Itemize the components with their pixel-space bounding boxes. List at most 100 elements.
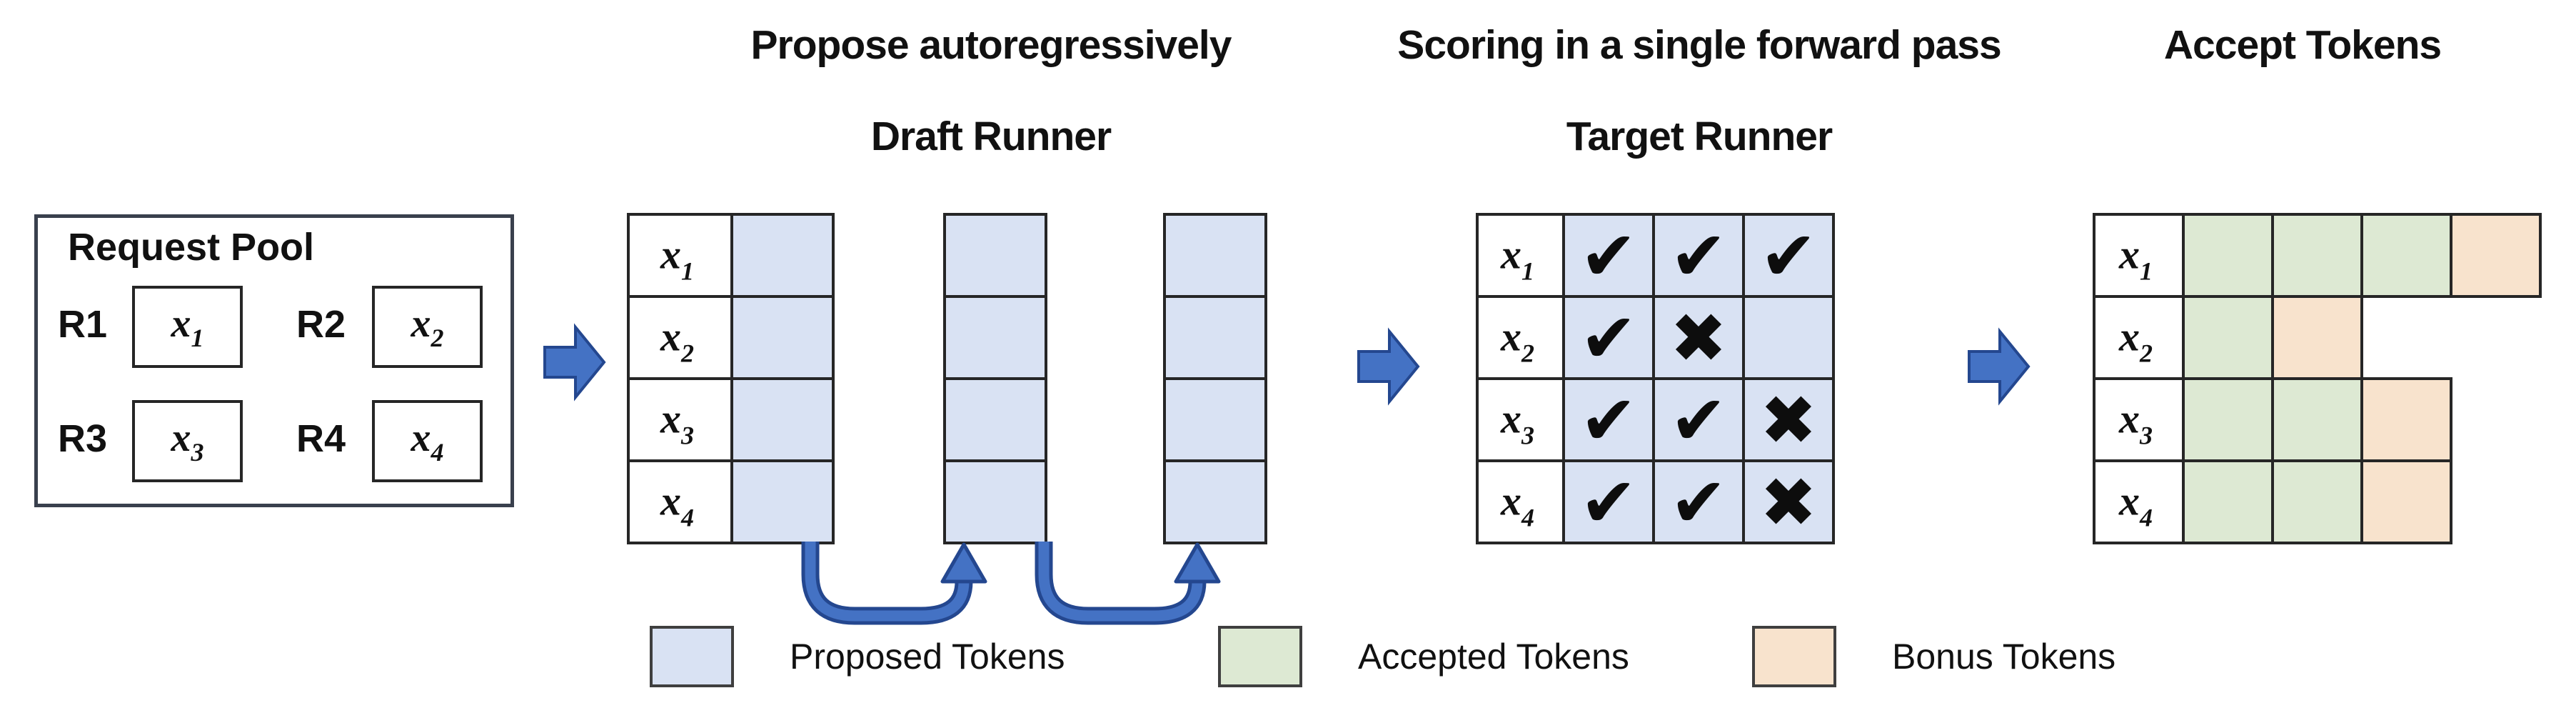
proposed-token-cell: [1163, 459, 1267, 544]
cross-mark-icon: ✖: [1760, 381, 1817, 461]
draft-heading: Propose autoregressively: [750, 22, 1232, 68]
row-label: x4: [660, 478, 694, 532]
accepted-token-cell: [2182, 213, 2274, 298]
target-heading: Scoring in a single forward pass: [1397, 22, 2001, 68]
row-label-cell: [2093, 459, 2185, 544]
loop-arrow-shape: [940, 542, 987, 584]
request-label: R3: [58, 417, 108, 460]
flow-arrow-icon: [1967, 327, 2031, 406]
legend-label: Bonus Tokens: [1892, 637, 2116, 677]
legend-label: Proposed Tokens: [790, 637, 1065, 677]
row-label: x4: [2118, 478, 2153, 532]
check-mark-icon: ✔: [1670, 216, 1727, 296]
check-mark-icon: ✔: [1580, 463, 1637, 543]
token-label: x1: [171, 301, 204, 352]
scored-token-cell: [1742, 459, 1835, 544]
loop-arrow-shape: [801, 542, 973, 625]
target-subheading: Target Runner: [1566, 114, 1833, 159]
bonus-token-cell: [2271, 295, 2363, 380]
proposed-token-cell: [730, 377, 835, 462]
loop-arrow-shape: [1174, 542, 1221, 584]
proposed-token-cell: [730, 213, 835, 298]
check-mark-icon: ✔: [1760, 216, 1817, 296]
row-label-cell: [1476, 213, 1565, 298]
loop-arrow-shape: [1038, 542, 1203, 622]
legend-swatch-accepted: [1218, 626, 1302, 687]
bonus-token-cell: [2450, 213, 2542, 298]
row-label-cell: [627, 459, 733, 544]
legend-swatch-proposed: [650, 626, 734, 687]
token-box: x3: [132, 400, 243, 482]
row-label-cell: [2093, 377, 2185, 462]
row-label: x3: [660, 396, 694, 450]
legend-item: Bonus Tokens: [1752, 626, 2115, 687]
loop-arrow-icon: [1022, 540, 1226, 640]
legend-item: Proposed Tokens: [650, 626, 1065, 687]
scored-token-cell: [1742, 377, 1835, 462]
token-label: x3: [171, 415, 204, 467]
request-pool-title: Request Pool: [68, 226, 315, 269]
row-label: x1: [2118, 231, 2153, 286]
request-label: R1: [58, 303, 108, 346]
flow-arrow-icon: [543, 323, 607, 402]
scored-token-cell: [1562, 459, 1655, 544]
row-label: x4: [1500, 478, 1534, 532]
row-label: x2: [660, 314, 694, 368]
row-label-cell: [1476, 459, 1565, 544]
token-box: x2: [372, 286, 483, 368]
bonus-token-cell: [2360, 459, 2452, 544]
scored-token-cell: [1742, 295, 1835, 380]
flow-arrow-shape: [1968, 327, 2031, 406]
row-label: x3: [2118, 396, 2153, 450]
cross-mark-icon: ✖: [1760, 463, 1817, 543]
draft-grid: x1 x2 x3 x4: [626, 212, 835, 549]
bonus-token-cell: [2360, 377, 2452, 462]
check-mark-icon: ✔: [1670, 381, 1727, 461]
token-box: x4: [372, 400, 483, 482]
accept-heading: Accept Tokens: [2163, 22, 2442, 68]
accepted-token-cell: [2182, 459, 2274, 544]
flow-arrow-shape: [1357, 327, 1420, 406]
proposed-token-cell: [1163, 213, 1267, 298]
row-label: x3: [1500, 396, 1534, 450]
scored-token-cell: [1562, 213, 1655, 298]
legend-swatch-bonus: [1752, 626, 1836, 687]
draft-grid: [942, 212, 1048, 549]
loop-arrow-shape: [1035, 542, 1207, 625]
proposed-token-cell: [943, 213, 1047, 298]
proposed-token-cell: [943, 459, 1047, 544]
scored-token-cell: [1652, 295, 1745, 380]
request-label: R2: [296, 303, 346, 346]
row-label: x2: [1500, 314, 1534, 368]
proposed-token-cell: [943, 295, 1047, 380]
accepted-token-cell: [2182, 377, 2274, 462]
accepted-token-cell: [2360, 213, 2452, 298]
accepted-token-cell: [2271, 459, 2363, 544]
row-label: x2: [2118, 314, 2153, 368]
accepted-token-cell: [2182, 295, 2274, 380]
loop-arrow-shape: [805, 542, 970, 622]
accepted-token-cell: [2271, 377, 2363, 462]
flow-arrow-shape: [543, 323, 606, 402]
token-label: x2: [411, 301, 444, 352]
target-grid: x1✔✔✔x2✔✖x3✔✔✖x4✔✔✖: [1475, 212, 1836, 549]
request-label: R4: [296, 417, 346, 460]
legend-item: Accepted Tokens: [1218, 626, 1629, 687]
check-mark-icon: ✔: [1580, 381, 1637, 461]
draft-grid: [1162, 212, 1268, 549]
row-label: x1: [660, 231, 694, 286]
loop-arrow-icon: [789, 540, 992, 640]
check-mark-icon: ✔: [1670, 463, 1727, 543]
scored-token-cell: [1742, 213, 1835, 298]
flow-arrow-icon: [1357, 327, 1421, 406]
proposed-token-cell: [730, 459, 835, 544]
proposed-token-cell: [943, 377, 1047, 462]
accept-grid: x1 x2 x3 x4: [2092, 212, 2542, 549]
legend-label: Accepted Tokens: [1358, 637, 1629, 677]
proposed-token-cell: [1163, 377, 1267, 462]
check-mark-icon: ✔: [1580, 216, 1637, 296]
token-box: x1: [132, 286, 243, 368]
accepted-token-cell: [2271, 213, 2363, 298]
